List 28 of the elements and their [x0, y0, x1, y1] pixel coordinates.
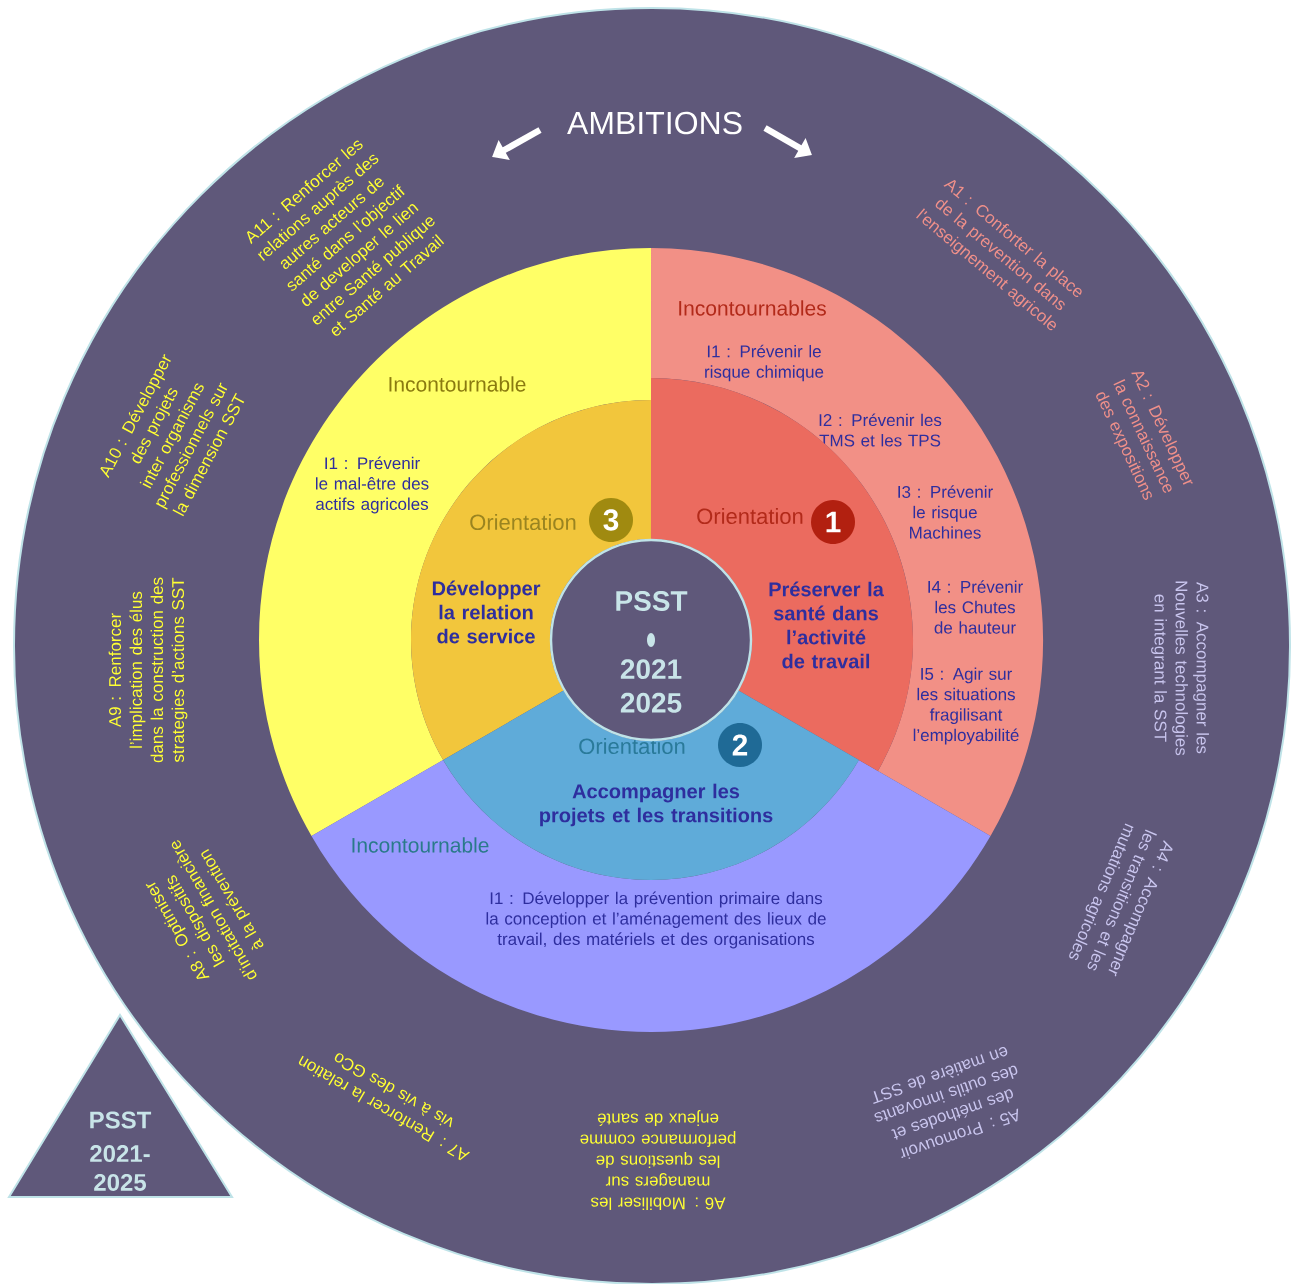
year-text: 2021 2025 — [620, 659, 682, 713]
number-badge: 2 — [718, 723, 762, 767]
orientation-title: Préserver la santé dans l’activité de travail — [769, 581, 884, 669]
triangle-title: PSST — [90, 1111, 152, 1129]
objective-text: I5 : Agir sur les situations fragilisant l’employabilité — [913, 667, 1019, 745]
number-badge: 3 — [589, 498, 633, 542]
orientation-label: Orientation — [470, 513, 576, 531]
year-text: 2021-2025 — [90, 1145, 150, 1191]
ambition-text: A3 : Accompagner les Nouvelles technologies en integrant la SST — [1151, 581, 1209, 756]
sector-heading: Incontournable — [389, 376, 526, 392]
objective-text: I2 : Prévenir les TMS et les TPS — [819, 413, 942, 447]
ambition-text: A9 : Renforcer l’implication des élus dans la construction des strategies d’actions SST — [108, 577, 188, 763]
sector-heading: Incontournable — [352, 837, 489, 853]
orientation-title: Développer la relation de service — [432, 580, 541, 644]
ambition-text: A6 : Mobiliser les managers sur les questions de performance comme enjeux de santé — [580, 1110, 736, 1210]
sector-heading: Incontournables — [679, 300, 826, 316]
objective-text: I1 : Prévenir le risque chimique — [705, 344, 824, 382]
objective-text: I3 : Prévenir le risque Machines — [898, 485, 993, 539]
orientation-label: Orientation — [579, 737, 685, 755]
ring-sector — [311, 760, 991, 1033]
ambitions-heading: AMBITIONS — [567, 111, 742, 135]
number-badge: 1 — [811, 500, 855, 544]
objective-text: I1 : Développer la prévention primaire dans la conception et l’aménagement des lieux de travail, des matériels et des organisations — [486, 891, 826, 949]
orientation-title: Accompagner les projets et les transitions — [540, 783, 773, 827]
objective-text: I1 : Prévenir le mal-être des actifs agricoles — [316, 456, 429, 514]
objective-text: I4 : Prévenir les Chutes de hauteur — [928, 580, 1023, 634]
orientation-label: Orientation — [697, 507, 803, 525]
center-title: PSST — [616, 591, 688, 611]
